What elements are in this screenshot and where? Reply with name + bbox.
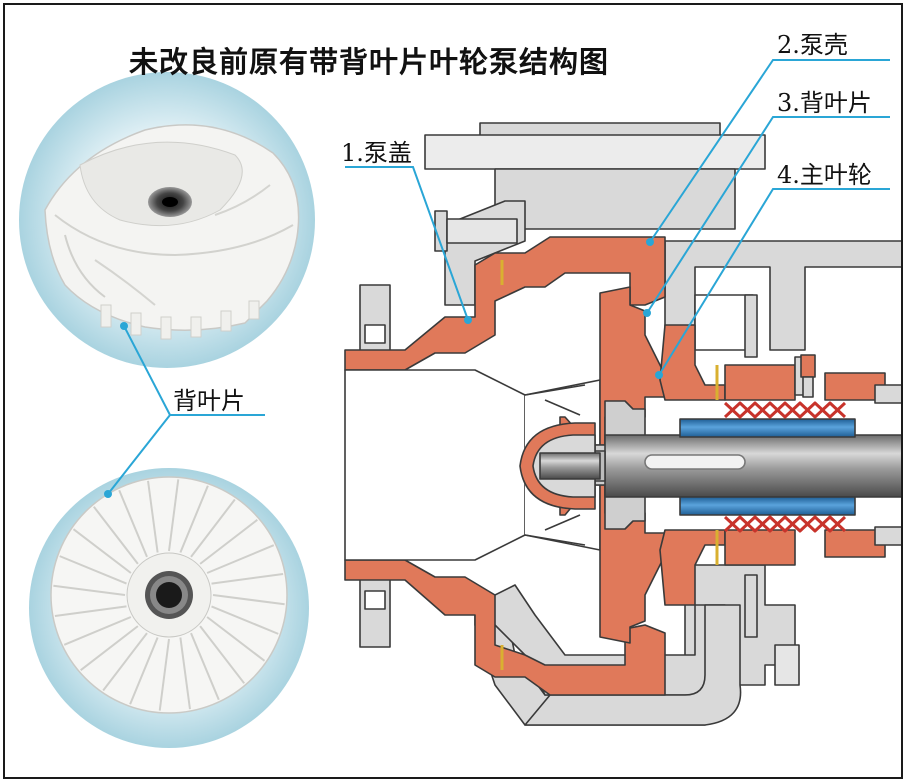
photo-leader-lines <box>104 322 265 498</box>
back-vane-blade <box>118 489 148 558</box>
back-vane-blade <box>80 625 139 671</box>
diagram-title: 未改良前原有带背叶片叶轮泵结构图 <box>129 45 610 79</box>
pump-cross-section <box>344 122 901 726</box>
back-vane-blade <box>53 584 126 596</box>
back-vane-blade <box>179 485 209 553</box>
label-photo-back-vane: 背叶片 <box>173 387 245 415</box>
back-vane-blade <box>190 498 236 558</box>
label-pump-casing: 2.泵壳 <box>777 31 848 59</box>
back-vane-blade <box>93 506 139 565</box>
back-vane-blade <box>199 625 245 684</box>
back-vane-blade <box>211 573 284 585</box>
back-vane-blade <box>206 616 266 662</box>
diagram-canvas <box>19 59 901 748</box>
part-leader-lines <box>345 59 890 379</box>
back-vane-blade <box>54 605 127 617</box>
photo-impeller-top <box>19 72 315 368</box>
back-vane-blade <box>199 519 258 565</box>
diagram-frame: 未改良前原有带背叶片叶轮泵结构图 1.泵盖 2.泵壳 3.背叶片 4.主叶轮 背… <box>3 3 903 779</box>
back-vane-blade <box>63 616 132 646</box>
back-vane-blade <box>59 555 127 585</box>
back-vane-blade <box>206 544 275 574</box>
back-vane-blade <box>158 638 170 711</box>
back-vane-blade <box>129 637 159 705</box>
back-vane-blade <box>72 528 132 574</box>
back-vane-blade <box>147 480 159 553</box>
label-main-impeller: 4.主叶轮 <box>777 161 872 189</box>
back-vane-blade <box>212 594 285 606</box>
back-vane-blade <box>179 637 191 710</box>
back-vane-blade <box>168 479 180 552</box>
label-back-vane: 3.背叶片 <box>777 89 872 117</box>
back-vane-blade <box>190 632 220 701</box>
label-pump-cover: 1.泵盖 <box>341 139 412 167</box>
back-vane-blade <box>211 605 279 635</box>
back-vane-blade <box>102 632 148 692</box>
photo-impeller-bottom <box>29 468 309 748</box>
